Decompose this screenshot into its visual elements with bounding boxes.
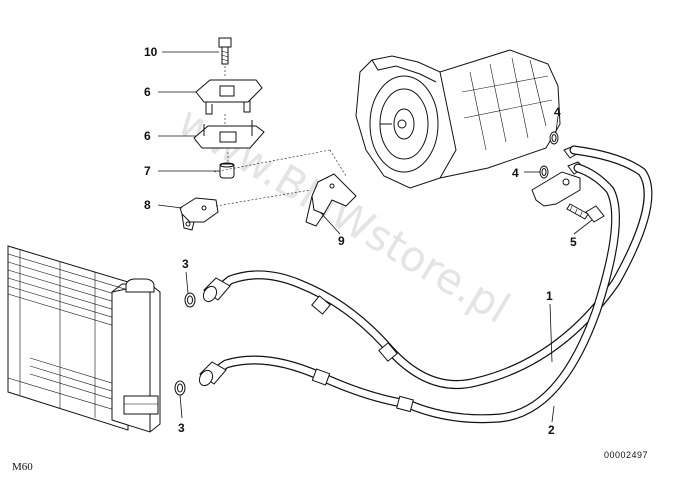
- bracket-part-9: [305, 173, 357, 227]
- callout-1: 1: [546, 289, 553, 303]
- callout-7: 7: [144, 164, 151, 178]
- callout-10: 10: [144, 45, 158, 59]
- callout-5: 5: [570, 235, 577, 249]
- oil-cooler-lines: [198, 145, 653, 424]
- hose-fitting-upper: [202, 277, 231, 303]
- callout-4-lower: 4: [512, 166, 519, 180]
- drawing-number: 00002497: [604, 450, 648, 460]
- hose-fitting-lower: [198, 361, 227, 387]
- bolt-part-5: [566, 203, 605, 223]
- callout-4-upper: 4: [554, 105, 561, 119]
- radiator: [7, 245, 161, 433]
- callout-8: 8: [144, 198, 151, 212]
- bolt-part-10: [218, 37, 232, 78]
- callout-3-lower: 3: [178, 421, 185, 435]
- radiator-fins: [7, 250, 129, 418]
- callout-6-lower: 6: [144, 129, 151, 143]
- clip-part-8: [179, 197, 219, 231]
- model-label: M60: [12, 461, 33, 473]
- callout-9: 9: [338, 234, 345, 248]
- seal-ring-part-3-lower: [174, 380, 186, 396]
- callout-2: 2: [548, 423, 555, 437]
- seal-ring-part-4-upper: [549, 131, 559, 145]
- bracket-part-6-lower: [193, 120, 265, 162]
- callout-6-upper: 6: [144, 85, 151, 99]
- callout-3-upper: 3: [182, 257, 189, 271]
- transmission: [355, 49, 585, 207]
- seal-ring-part-3-upper: [184, 292, 196, 308]
- bracket-part-6-upper: [195, 79, 263, 124]
- seal-ring-part-4-lower: [539, 165, 549, 179]
